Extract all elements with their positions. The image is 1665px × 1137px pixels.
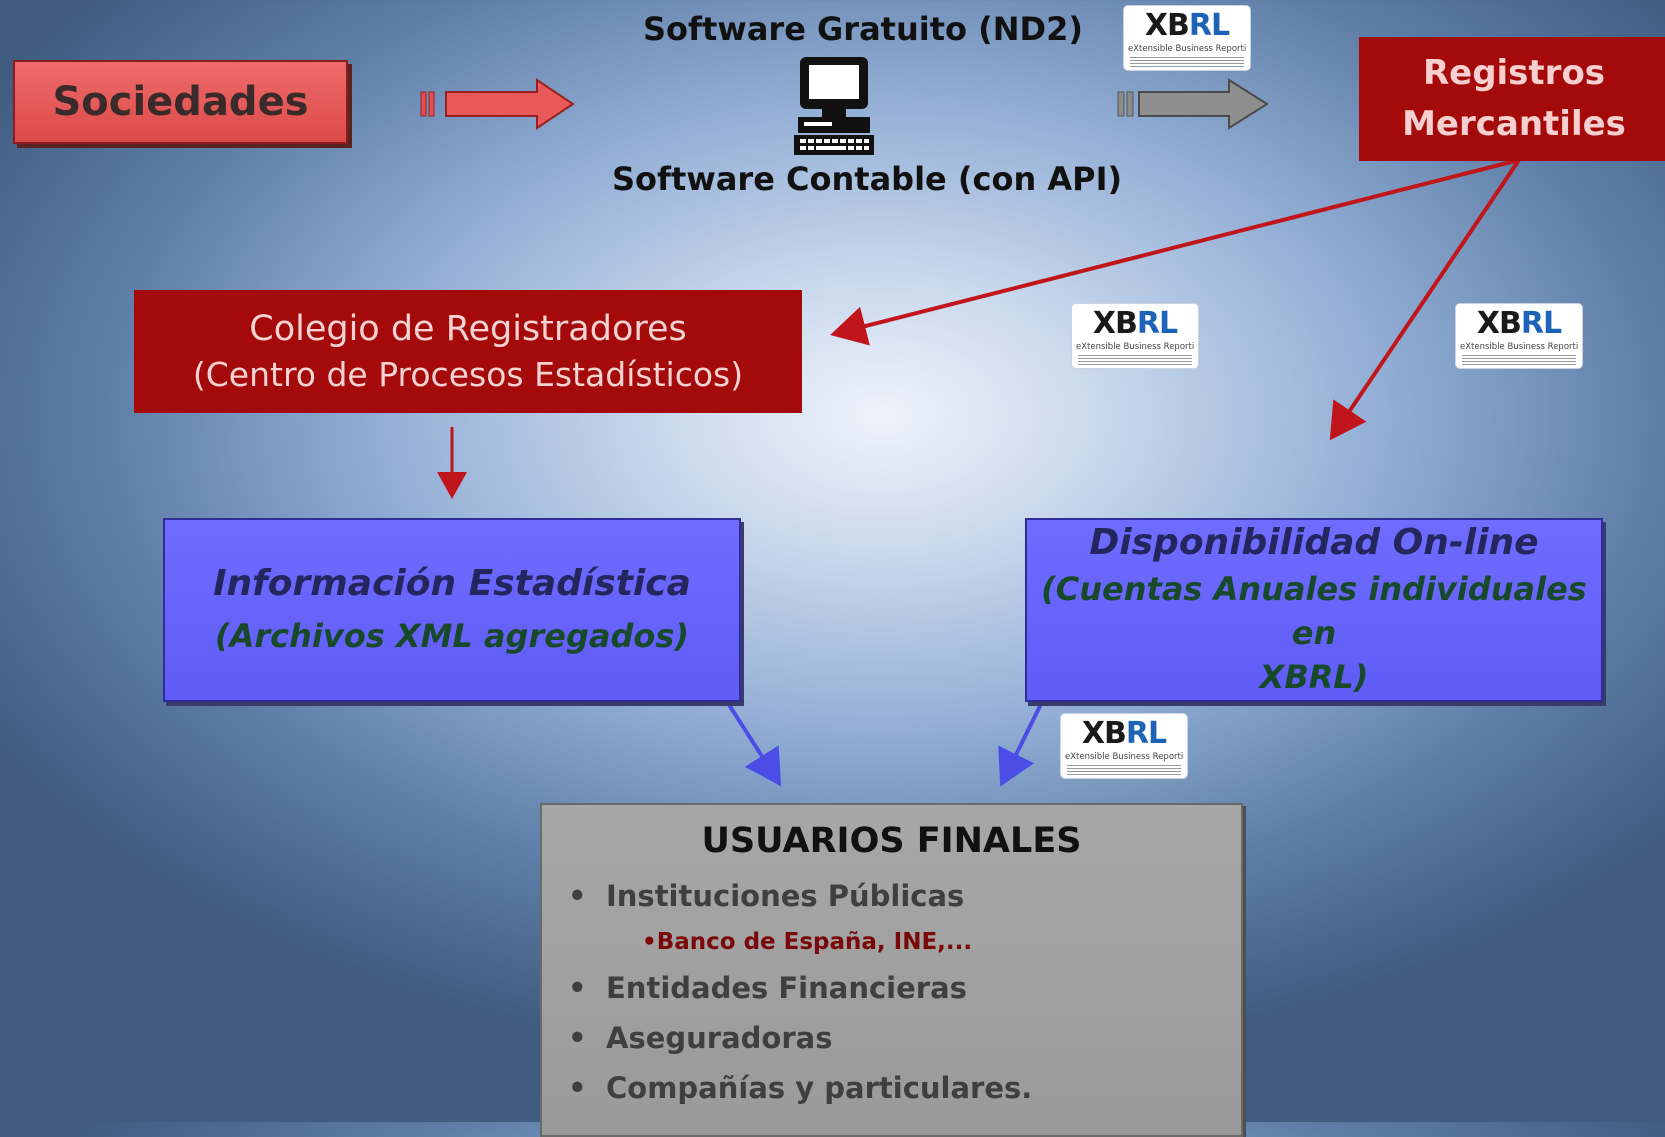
xbrl-logo: XBRL eXtensible Business Reporting Langu… <box>1071 303 1199 369</box>
list-subitem: •Banco de España, INE,... <box>642 929 973 955</box>
arrow-info-to-usuarios <box>724 698 782 787</box>
arrow-sociedades-to-software <box>420 78 575 130</box>
computer-icon <box>794 57 874 155</box>
arrow-dispo-to-usuarios <box>998 699 1045 787</box>
dispo-subtitle-line2: XBRL) <box>1259 657 1369 696</box>
xbrl-logo: XBRL eXtensible Business Reporting Langu… <box>1060 713 1188 779</box>
list-item: •Entidades Financieras <box>568 971 967 1005</box>
dispo-subtitle-line1: (Cuentas Anuales individuales en <box>1041 569 1587 652</box>
registros-mercantiles-box: Registros Mercantiles <box>1359 37 1665 161</box>
sociedades-box: Sociedades <box>13 60 348 144</box>
xbrl-logo: XBRL eXtensible Business Reporting Langu… <box>1455 303 1583 369</box>
usuarios-title: USUARIOS FINALES <box>701 821 1082 861</box>
info-title: Información Estadística <box>213 562 691 604</box>
software-contable-label: Software Contable (con API) <box>612 160 1123 198</box>
colegio-registradores-box: Colegio de Registradores (Centro de Proc… <box>134 290 802 413</box>
list-item: •Compañías y particulares. <box>568 1071 1033 1105</box>
registros-label-line2: Mercantiles <box>1402 104 1626 144</box>
sociedades-label: Sociedades <box>52 79 309 125</box>
dispo-title: Disponibilidad On-line <box>1089 521 1539 563</box>
info-subtitle: (Archivos XML agregados) <box>214 616 689 655</box>
list-item: •Aseguradoras <box>568 1021 833 1055</box>
informacion-estadistica-box: Información Estadística (Archivos XML ag… <box>163 518 741 702</box>
list-item: •Instituciones Públicas <box>568 879 965 913</box>
software-gratuito-label: Software Gratuito (ND2) <box>643 10 1083 48</box>
arrow-registros-to-dispo <box>1329 158 1521 441</box>
registros-label-line1: Registros <box>1422 53 1606 93</box>
arrow-software-to-registros <box>1117 78 1269 130</box>
colegio-subtitle: (Centro de Procesos Estadísticos) <box>192 354 744 394</box>
arrow-registros-to-colegio <box>830 158 1520 346</box>
disponibilidad-online-box: Disponibilidad On-line (Cuentas Anuales … <box>1025 518 1603 702</box>
colegio-title: Colegio de Registradores <box>249 308 687 349</box>
usuarios-finales-box: USUARIOS FINALES •Instituciones Públicas… <box>540 803 1243 1137</box>
xbrl-logo: XBRL eXtensible Business Reporting Langu… <box>1123 5 1251 71</box>
